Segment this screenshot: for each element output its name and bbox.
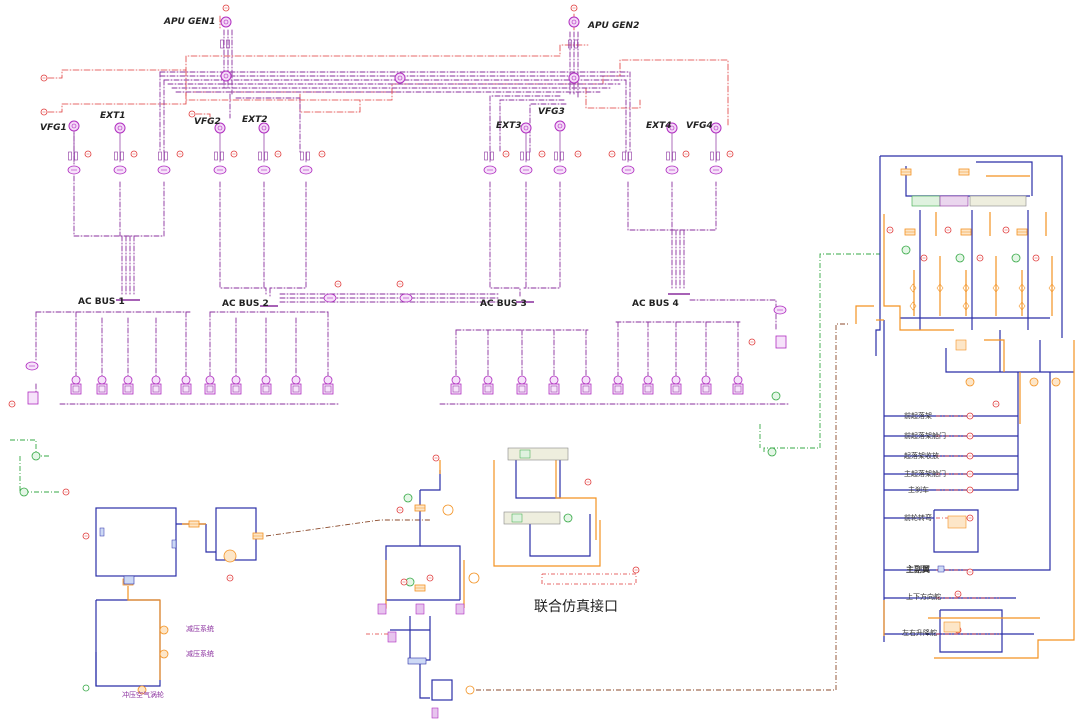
label-depress-2: 减压系统 xyxy=(186,650,214,658)
label-nose-steer: 前轮转弯 xyxy=(904,514,932,522)
label-main-gear-door: 主起落架舱门 xyxy=(904,470,946,478)
label-vfg1: VFG1 xyxy=(40,123,67,133)
label-ext1: EXT1 xyxy=(100,111,126,121)
label-ac-bus4: AC BUS 4 xyxy=(632,299,679,309)
label-ram-air-turbine: 冲压空气涡轮 xyxy=(122,691,164,699)
label-ac-bus3: AC BUS 3 xyxy=(480,299,527,309)
right-panel-components xyxy=(886,168,1061,634)
label-nose-gear: 前起落架 xyxy=(904,412,932,420)
bus-bars xyxy=(116,293,690,307)
load-blocks xyxy=(27,335,787,405)
label-ext3: EXT3 xyxy=(496,121,522,131)
label-ac-bus1: AC BUS 1 xyxy=(78,297,125,307)
label-main-brake: 主刹车 xyxy=(908,486,929,494)
hydraulic-center-components xyxy=(377,447,640,719)
label-cosim-interface: 联合仿真接口 xyxy=(534,599,618,615)
label-gear-retract: 起落架收放 xyxy=(904,452,939,460)
ac-network xyxy=(35,13,791,405)
label-nose-gear-door: 前起落架舱门 xyxy=(904,432,946,440)
label-apu-gen1: APU GEN1 xyxy=(164,17,216,27)
switch-rows xyxy=(68,39,720,161)
label-apu-gen2: APU GEN2 xyxy=(588,21,640,31)
label-vfg4: VFG4 xyxy=(686,121,713,131)
hydraulic-left xyxy=(95,507,257,687)
label-aileron: 主副翼 xyxy=(906,565,930,574)
sensors xyxy=(8,4,756,582)
label-elevator: 左右升降舵 xyxy=(902,629,937,637)
label-rudder: 上下方向舵 xyxy=(906,593,941,601)
label-ext4: EXT4 xyxy=(646,121,672,131)
label-vfg2: VFG2 xyxy=(194,117,221,127)
label-vfg3: VFG3 xyxy=(538,107,565,117)
label-depress-1: 减压系统 xyxy=(186,625,214,633)
label-ext2: EXT2 xyxy=(242,115,268,125)
generators xyxy=(68,16,722,134)
green-links xyxy=(10,253,880,493)
label-ac-bus2: AC BUS 2 xyxy=(222,299,269,309)
hydraulic-left-components xyxy=(82,520,264,695)
